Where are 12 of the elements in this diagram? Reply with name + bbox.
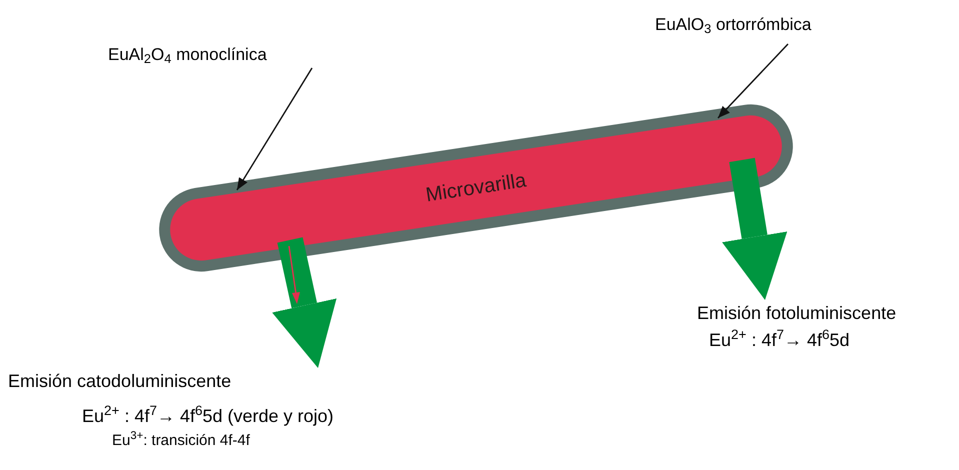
formula-line: Eu$^{2+}$ : 4f$^{7}$→ 4f$^{6}$5d (verde y rojo) — [82, 403, 335, 428]
rod-label: Microvarilla — [424, 168, 528, 208]
callout-label: EuAl$_{2}$O$_{4}$ monoclínica — [108, 42, 267, 68]
leader-arrow — [718, 44, 788, 118]
emission-arrow — [272, 237, 337, 368]
leader-arrow — [236, 68, 313, 190]
heading: Emisión catodoluminiscente — [8, 370, 232, 393]
formula-line: Eu$^{3+}$: transición 4f-4f — [112, 430, 251, 451]
callout-label: EuAlO$_{3}$ ortorrómbica — [655, 12, 812, 38]
formula-line: Eu$^{2+}$ : 4f$^{7}$→ 4f$^{6}$5d — [709, 327, 851, 352]
heading: Emisión fotoluminiscente — [697, 302, 898, 325]
emission-arrow — [722, 158, 788, 300]
